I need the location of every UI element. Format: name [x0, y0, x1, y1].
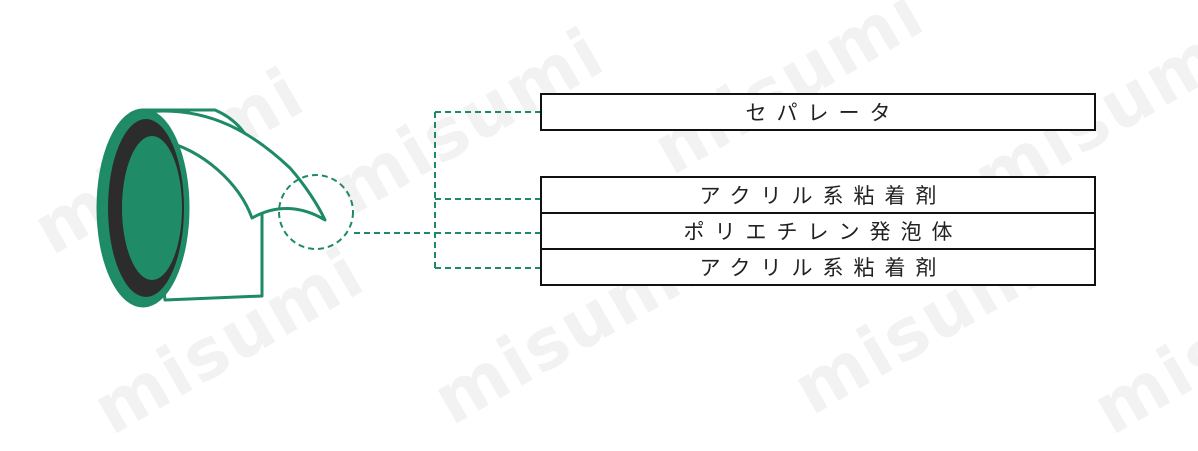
separator-layer-box: セパレータ: [540, 93, 1096, 131]
adhesive-bottom-layer-box: アクリル系粘着剤: [540, 248, 1096, 286]
adhesive-top-layer-box: アクリル系粘着剤: [540, 176, 1096, 214]
foam-core-layer-label: ポリエチレン発泡体: [683, 220, 963, 244]
magnifier-circle: [278, 174, 354, 250]
tape-structure-diagram: misumi misumi misumi misumi misumi misum…: [19, 0, 1198, 451]
separator-layer-label: セパレータ: [745, 101, 901, 125]
adhesive-bottom-layer-label: アクリル系粘着剤: [699, 256, 947, 280]
foam-core-layer-box: ポリエチレン発泡体: [540, 212, 1096, 250]
tape-peeled-flap: [143, 109, 327, 222]
tape-roll-illustration: [96, 108, 540, 308]
adhesive-top-layer-label: アクリル系粘着剤: [699, 184, 947, 208]
tape-core-face: [122, 136, 182, 280]
